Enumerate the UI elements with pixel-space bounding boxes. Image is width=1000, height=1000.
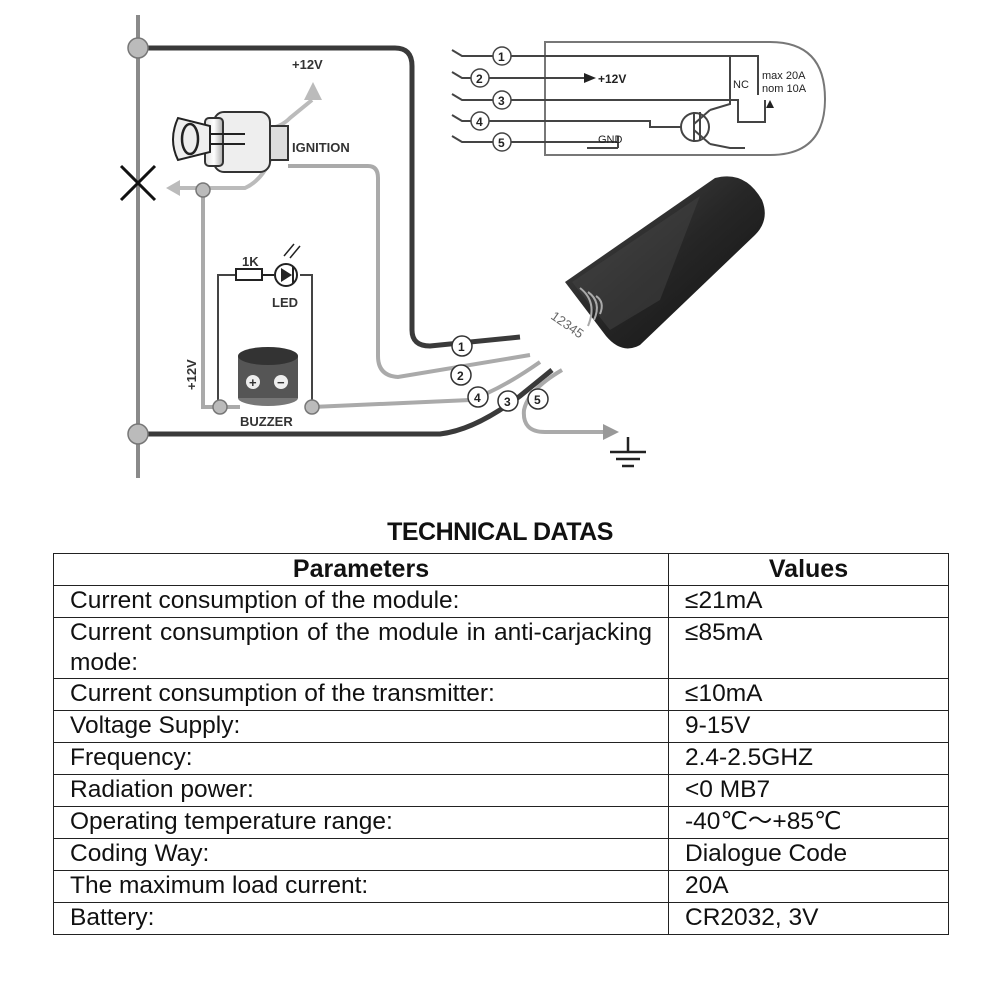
receiver-module-icon (565, 176, 765, 349)
label-plus12v-side: +12V (184, 359, 199, 390)
param-cell: Frequency: (53, 742, 669, 775)
table-row: Operating temperature range: -40℃～+85℃ (53, 806, 949, 839)
value-cell: -40℃～+85℃ (668, 806, 949, 839)
svg-text:+12V: +12V (598, 72, 626, 86)
table-row: Radiation power: <0 MB7 (53, 774, 949, 807)
svg-text:4: 4 (476, 115, 483, 129)
param-cell: The maximum load current: (53, 870, 669, 903)
value-cell: <0 MB7 (668, 774, 949, 807)
wire-1 (138, 45, 521, 349)
svg-text:1: 1 (498, 50, 505, 64)
module-pin-labels: 12345 (548, 308, 586, 341)
table-row: The maximum load current: 20A (53, 870, 949, 903)
table-row: Frequency: 2.4-2.5GHZ (53, 742, 949, 775)
param-cell: Current consumption of the module in ant… (53, 617, 669, 679)
table-row: Current consumption of the transmitter: … (53, 678, 949, 711)
param-cell: Radiation power: (53, 774, 669, 807)
wire-ignition-feed (267, 98, 314, 130)
value-cell: 2.4-2.5GHZ (668, 742, 949, 775)
param-cell: Current consumption of the module: (53, 585, 669, 618)
svg-text:nom 10A: nom 10A (762, 83, 807, 95)
technical-data-table: Parameters Values Current consumption of… (53, 553, 949, 935)
arrow-left-icon (166, 180, 180, 196)
technical-data-title: TECHNICAL DATAS (387, 518, 613, 546)
svg-text:5: 5 (498, 136, 505, 150)
led-icon (262, 243, 301, 287)
table-row: Battery: CR2032, 3V (53, 902, 949, 935)
ignition-key-icon (172, 111, 289, 173)
label-resistor: 1K (242, 254, 259, 269)
resistor-icon (235, 268, 263, 281)
header-values: Values (668, 553, 949, 586)
value-cell: ≤10mA (668, 678, 949, 711)
value-cell: ≤85mA (668, 617, 949, 679)
header-parameters: Parameters (53, 553, 669, 586)
wiring-diagram: +12V +12V IGNITION 1K LED + − BUZZER (119, 15, 827, 478)
svg-text:3: 3 (504, 395, 511, 409)
arrow-up-icon (304, 82, 322, 100)
label-plus12v-top: +12V (292, 57, 323, 72)
label-led: LED (272, 295, 298, 310)
buzzer-icon (238, 347, 298, 406)
ground-icon (610, 437, 646, 468)
label-buzzer-plus: + (249, 375, 257, 390)
param-cell: Voltage Supply: (53, 710, 669, 743)
svg-text:4: 4 (474, 391, 481, 405)
value-cell: Dialogue Code (668, 838, 949, 871)
wire-3 (138, 368, 554, 437)
param-cell: Coding Way: (53, 838, 669, 871)
svg-text:2: 2 (476, 72, 483, 86)
svg-text:1: 1 (458, 340, 465, 354)
svg-text:max 20A: max 20A (762, 70, 806, 82)
label-buzzer-minus: − (277, 375, 285, 390)
value-cell: CR2032, 3V (668, 902, 949, 935)
wire-led-buzzer-loop (201, 190, 240, 409)
svg-text:5: 5 (534, 393, 541, 407)
ground-arrow-icon (603, 424, 619, 440)
connection-dots (127, 37, 320, 445)
label-ignition: IGNITION (292, 140, 350, 155)
param-cell: Operating temperature range: (53, 806, 669, 839)
wire-led-return (300, 274, 313, 405)
value-cell: 9-15V (668, 710, 949, 743)
param-cell: Battery: (53, 902, 669, 935)
param-cell: Current consumption of the transmitter: (53, 678, 669, 711)
svg-text:2: 2 (457, 369, 464, 383)
svg-text:NC: NC (733, 79, 749, 91)
inset-schematic: +12V GND NC max 20A nom 10A 1 2 3 4 5 (451, 41, 827, 156)
svg-text:3: 3 (498, 94, 505, 108)
table-header-row: Parameters Values (53, 553, 949, 586)
wire-2 (288, 164, 531, 380)
table-row: Voltage Supply: 9-15V (53, 710, 949, 743)
label-buzzer: BUZZER (240, 414, 293, 429)
table-row: Current consumption of the module in ant… (53, 617, 949, 679)
wire-5 (521, 368, 605, 434)
table-row: Current consumption of the module: ≤21mA (53, 585, 949, 618)
wire-pin-labels: 1 2 3 4 5 (450, 335, 549, 412)
wire-led-branch (217, 274, 236, 407)
value-cell: ≤21mA (668, 585, 949, 618)
cut-mark-icon (119, 164, 157, 202)
value-cell: 20A (668, 870, 949, 903)
svg-text:GND: GND (598, 134, 623, 146)
table-row: Coding Way: Dialogue Code (53, 838, 949, 871)
